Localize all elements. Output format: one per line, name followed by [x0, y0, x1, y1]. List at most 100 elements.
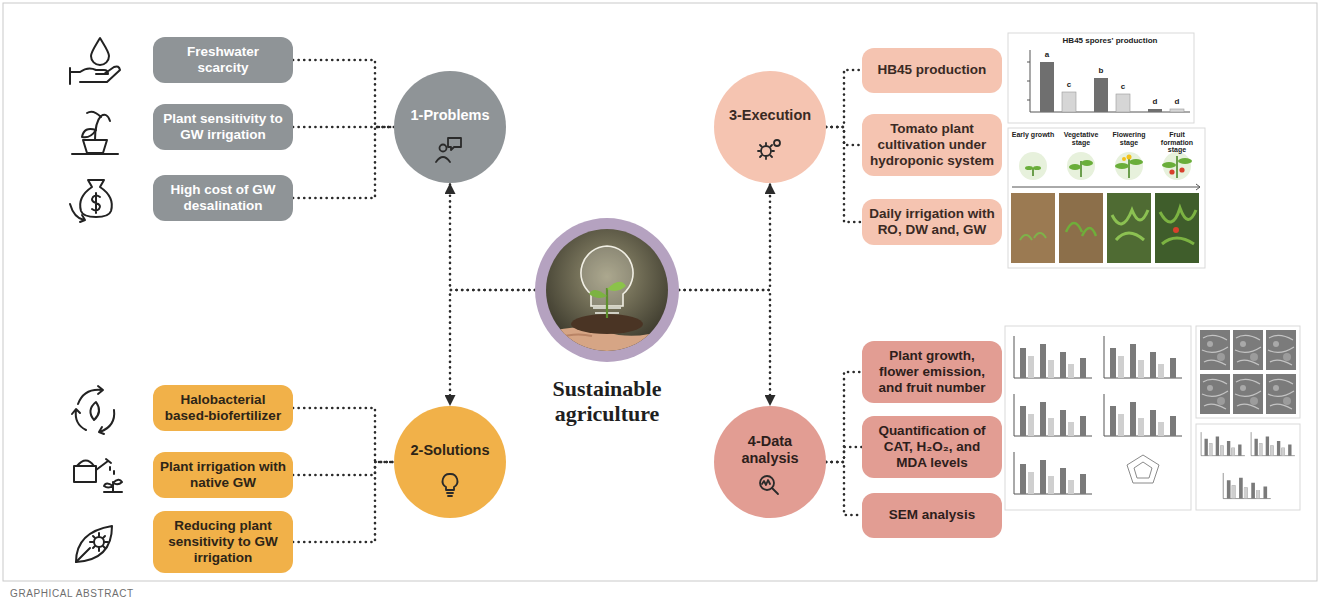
wilted-plant-icon	[72, 112, 118, 154]
hand-drop-icon	[70, 38, 120, 84]
hub-photo	[593, 308, 621, 313]
data-charts-thumbnail	[1127, 455, 1159, 483]
growth-stages-thumbnail	[1162, 162, 1176, 168]
growth-stages-thumbnail	[1115, 152, 1143, 180]
person-bubble-icon	[440, 145, 447, 152]
dotted-connector	[679, 183, 770, 290]
data-charts-thumbnail	[1014, 394, 1092, 436]
bar-chart-thumbnail	[1148, 109, 1162, 112]
bar-chart-thumbnail	[1027, 62, 1030, 100]
hub-photo	[540, 223, 674, 366]
watering-can-icon	[110, 467, 114, 474]
circle-label: 2-Solutions	[411, 442, 490, 459]
chart-label: a	[1037, 51, 1057, 60]
process-box: High cost of GW desalination	[153, 175, 293, 221]
data-charts-thumbnail	[1014, 452, 1092, 494]
magnifier-icon	[760, 476, 778, 494]
hub-photo	[540, 326, 674, 366]
magnifier-icon	[772, 488, 778, 494]
growth-stages-thumbnail	[1019, 152, 1047, 180]
hub-photo	[571, 314, 643, 334]
growth-stages-thumbnail	[1155, 193, 1199, 263]
sem-images-thumbnail	[1196, 326, 1300, 418]
stage-circle: 2-Solutions	[394, 406, 506, 518]
bar-chart-thumbnail	[1094, 78, 1108, 112]
growth-stages-thumbnail	[1179, 167, 1184, 172]
gears-icon	[774, 140, 780, 146]
watering-can-icon	[74, 459, 122, 492]
circle-shape	[714, 71, 826, 183]
growth-stages-thumbnail	[1122, 157, 1126, 161]
wilted-plant-icon	[87, 112, 101, 117]
money-bag-icon	[70, 180, 112, 222]
lightbulb-icon	[447, 493, 453, 496]
growth-stages-thumbnail	[1033, 166, 1041, 170]
recycle-leaf-icon	[72, 386, 114, 434]
growth-stages-thumbnail	[1059, 193, 1103, 263]
leaf-gear-icon	[76, 548, 90, 562]
growth-stages-thumbnail	[1160, 208, 1196, 244]
process-box: SEM analysis	[862, 493, 1002, 538]
dotted-connector	[826, 447, 862, 462]
wilted-plant-icon	[72, 153, 118, 155]
growth-stages-thumbnail	[1033, 156, 1177, 178]
sem-images-thumbnail	[1196, 326, 1300, 418]
bar-chart-thumbnail	[1008, 33, 1194, 123]
bar-chart-thumbnail	[1030, 50, 1190, 112]
sem-images-thumbnail	[1200, 330, 1230, 370]
growth-stages-thumbnail	[1008, 128, 1205, 268]
circle-shape	[394, 406, 506, 518]
bar-chart-thumbnail	[1008, 33, 1194, 123]
growth-stages-thumbnail	[1129, 159, 1143, 165]
magnifier-icon	[760, 476, 774, 490]
money-bag-icon	[80, 180, 112, 217]
dotted-connector	[826, 70, 862, 127]
gears-icon	[758, 143, 774, 159]
chart-label: b	[1091, 67, 1111, 76]
money-bag-icon	[92, 193, 100, 213]
figure-frame	[3, 3, 1317, 581]
growth-stages-thumbnail	[1011, 193, 1055, 263]
dotted-connector	[450, 290, 535, 406]
process-box: HB45 production	[862, 48, 1002, 93]
hub-photo	[589, 290, 607, 298]
wilted-plant-icon	[82, 129, 96, 137]
hub-photo	[606, 288, 608, 318]
hub-photo	[607, 282, 626, 291]
growth-stages-thumbnail	[1178, 158, 1192, 164]
stage-circle: 1-Problems	[394, 71, 506, 183]
growth-stages-thumbnail	[1069, 164, 1081, 170]
growth-stages-thumbnail	[1066, 223, 1096, 236]
hub-circle	[535, 218, 679, 362]
dotted-connector	[293, 408, 394, 462]
data-charts-thumbnail	[1005, 326, 1191, 510]
hub-photo	[581, 246, 633, 306]
hand-drop-icon	[91, 38, 109, 65]
growth-stages-thumbnail	[1081, 160, 1093, 166]
growth-stages-thumbnail	[1115, 163, 1129, 169]
chart-label: d	[1145, 98, 1165, 107]
circle-text-wrap: 2-Solutions	[411, 442, 490, 459]
watering-can-icon	[96, 459, 111, 470]
lightbulb-icon	[443, 474, 458, 490]
circle-label: 1-Problems	[411, 107, 490, 124]
hub-photo	[540, 223, 674, 357]
dotted-connector	[826, 462, 862, 515]
box-label: HB45 production	[878, 62, 987, 78]
enzyme-charts-thumbnail	[1223, 473, 1271, 499]
growth-stages-thumbnail	[1020, 233, 1046, 240]
dotted-connector	[679, 290, 770, 406]
growth-stages-thumbnail	[1173, 227, 1179, 233]
dotted-connector	[293, 127, 394, 198]
chart-label: HB45 spores' production	[1030, 37, 1190, 46]
box-label: Quantification of CAT, H₂O₂, and MDA lev…	[869, 423, 995, 472]
leaf-gear-icon	[90, 533, 108, 551]
circle-label: 4-Data analysis	[723, 433, 817, 466]
stage-circle: 3-Execution	[714, 71, 826, 183]
process-box: Tomato plant cultivation under hydroponi…	[862, 114, 1002, 177]
watering-can-icon	[104, 491, 122, 493]
circle-shape	[394, 71, 506, 183]
circle-text-wrap: 4-Data analysis	[723, 433, 817, 466]
